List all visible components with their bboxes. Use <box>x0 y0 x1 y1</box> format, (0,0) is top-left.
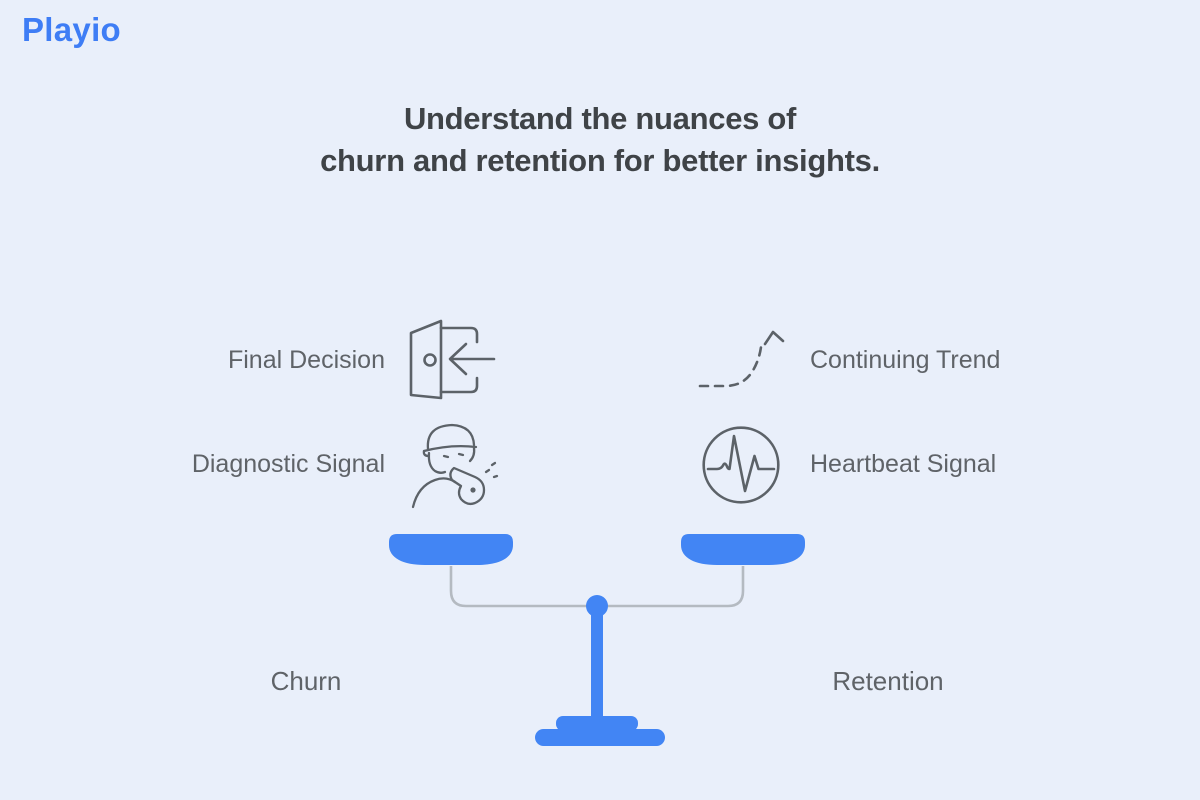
right-pan <box>681 534 805 565</box>
cap-brim <box>422 444 478 453</box>
heartbeat-circle <box>702 426 780 504</box>
face-left <box>427 451 447 474</box>
enter-arrow <box>448 342 496 376</box>
whistle-hole <box>470 487 476 493</box>
arrow-head <box>763 330 785 346</box>
door-frame-bottom <box>439 376 479 394</box>
dashed-curve <box>698 345 763 388</box>
diagnostic-signal-label: Diagnostic Signal <box>191 450 385 478</box>
cap-dome <box>426 423 476 451</box>
dashed-up-arrow-icon <box>698 330 785 388</box>
whistle <box>449 466 486 506</box>
heartbeat-icon <box>702 426 780 504</box>
door-knob <box>423 353 437 367</box>
shoulder <box>411 477 457 509</box>
scale-base-top <box>556 716 638 731</box>
whistle-sparks <box>484 461 499 479</box>
eyes <box>442 452 465 459</box>
door-frame-top <box>439 326 479 344</box>
door-panel <box>409 319 443 400</box>
face-right <box>468 446 476 463</box>
retention-label: Retention <box>832 666 944 696</box>
page-title-line2: churn and retention for better insights. <box>320 143 880 178</box>
final-decision-label: Final Decision <box>227 346 385 374</box>
page-title: Understand the nuances of churn and rete… <box>0 98 1200 182</box>
exit-door-icon <box>409 319 496 400</box>
whistle-person-icon <box>411 423 499 509</box>
page-title-line1: Understand the nuances of <box>403 101 797 136</box>
scale-base-bottom <box>535 729 665 746</box>
heartbeat-signal-label: Heartbeat Signal <box>810 450 997 478</box>
churn-label: Churn <box>270 666 342 696</box>
ecg-wave <box>706 434 776 493</box>
scale-post <box>591 606 603 718</box>
continuing-trend-label: Continuing Trend <box>810 346 1001 374</box>
playio-logo: Playio <box>22 11 122 48</box>
left-pan <box>389 534 513 565</box>
